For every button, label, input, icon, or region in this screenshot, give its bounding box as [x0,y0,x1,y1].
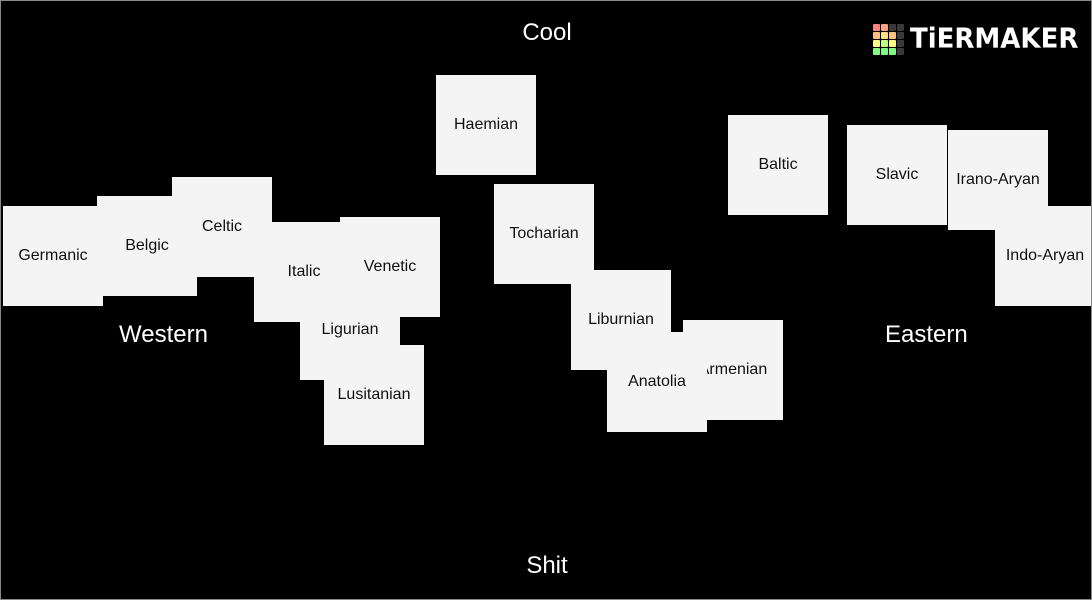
tile-baltic[interactable]: Baltic [728,115,828,215]
logo-grid-cell [881,31,888,39]
axis-label-left: Western [119,321,208,348]
logo-grid-cell [897,23,904,31]
logo-grid-cell [897,39,904,47]
axis-label-bottom: Shit [526,552,568,579]
tile-lusitanian[interactable]: Lusitanian [324,345,424,445]
tile-haemian[interactable]: Haemian [436,75,536,175]
logo-grid-cell [873,31,880,39]
tile-indo-aryan[interactable]: Indo-Aryan [995,206,1091,306]
tile-slavic[interactable]: Slavic [847,125,947,225]
tile-germanic[interactable]: Germanic [3,206,103,306]
logo-grid-cell [889,47,896,55]
logo-grid-cell [889,39,896,47]
logo-grid-cell [873,39,880,47]
tiermaker-logo: TiERMAKER [873,21,1078,57]
logo-grid-cell [889,31,896,39]
logo-grid-cell [881,23,888,31]
tile-tocharian[interactable]: Tocharian [494,184,594,284]
logo-grid-cell [889,23,896,31]
logo-grid-cell [897,47,904,55]
tile-anatolia[interactable]: Anatolia [607,332,707,432]
logo-grid-cell [897,31,904,39]
tier-grid-icon [873,23,904,55]
logo-grid-cell [881,47,888,55]
logo-grid-cell [873,23,880,31]
logo-grid-cell [873,47,880,55]
logo-wordmark: TiERMAKER [910,23,1079,55]
axis-label-top: Cool [522,19,572,46]
logo-grid-cell [881,39,888,47]
axis-label-right: Eastern [885,321,968,348]
